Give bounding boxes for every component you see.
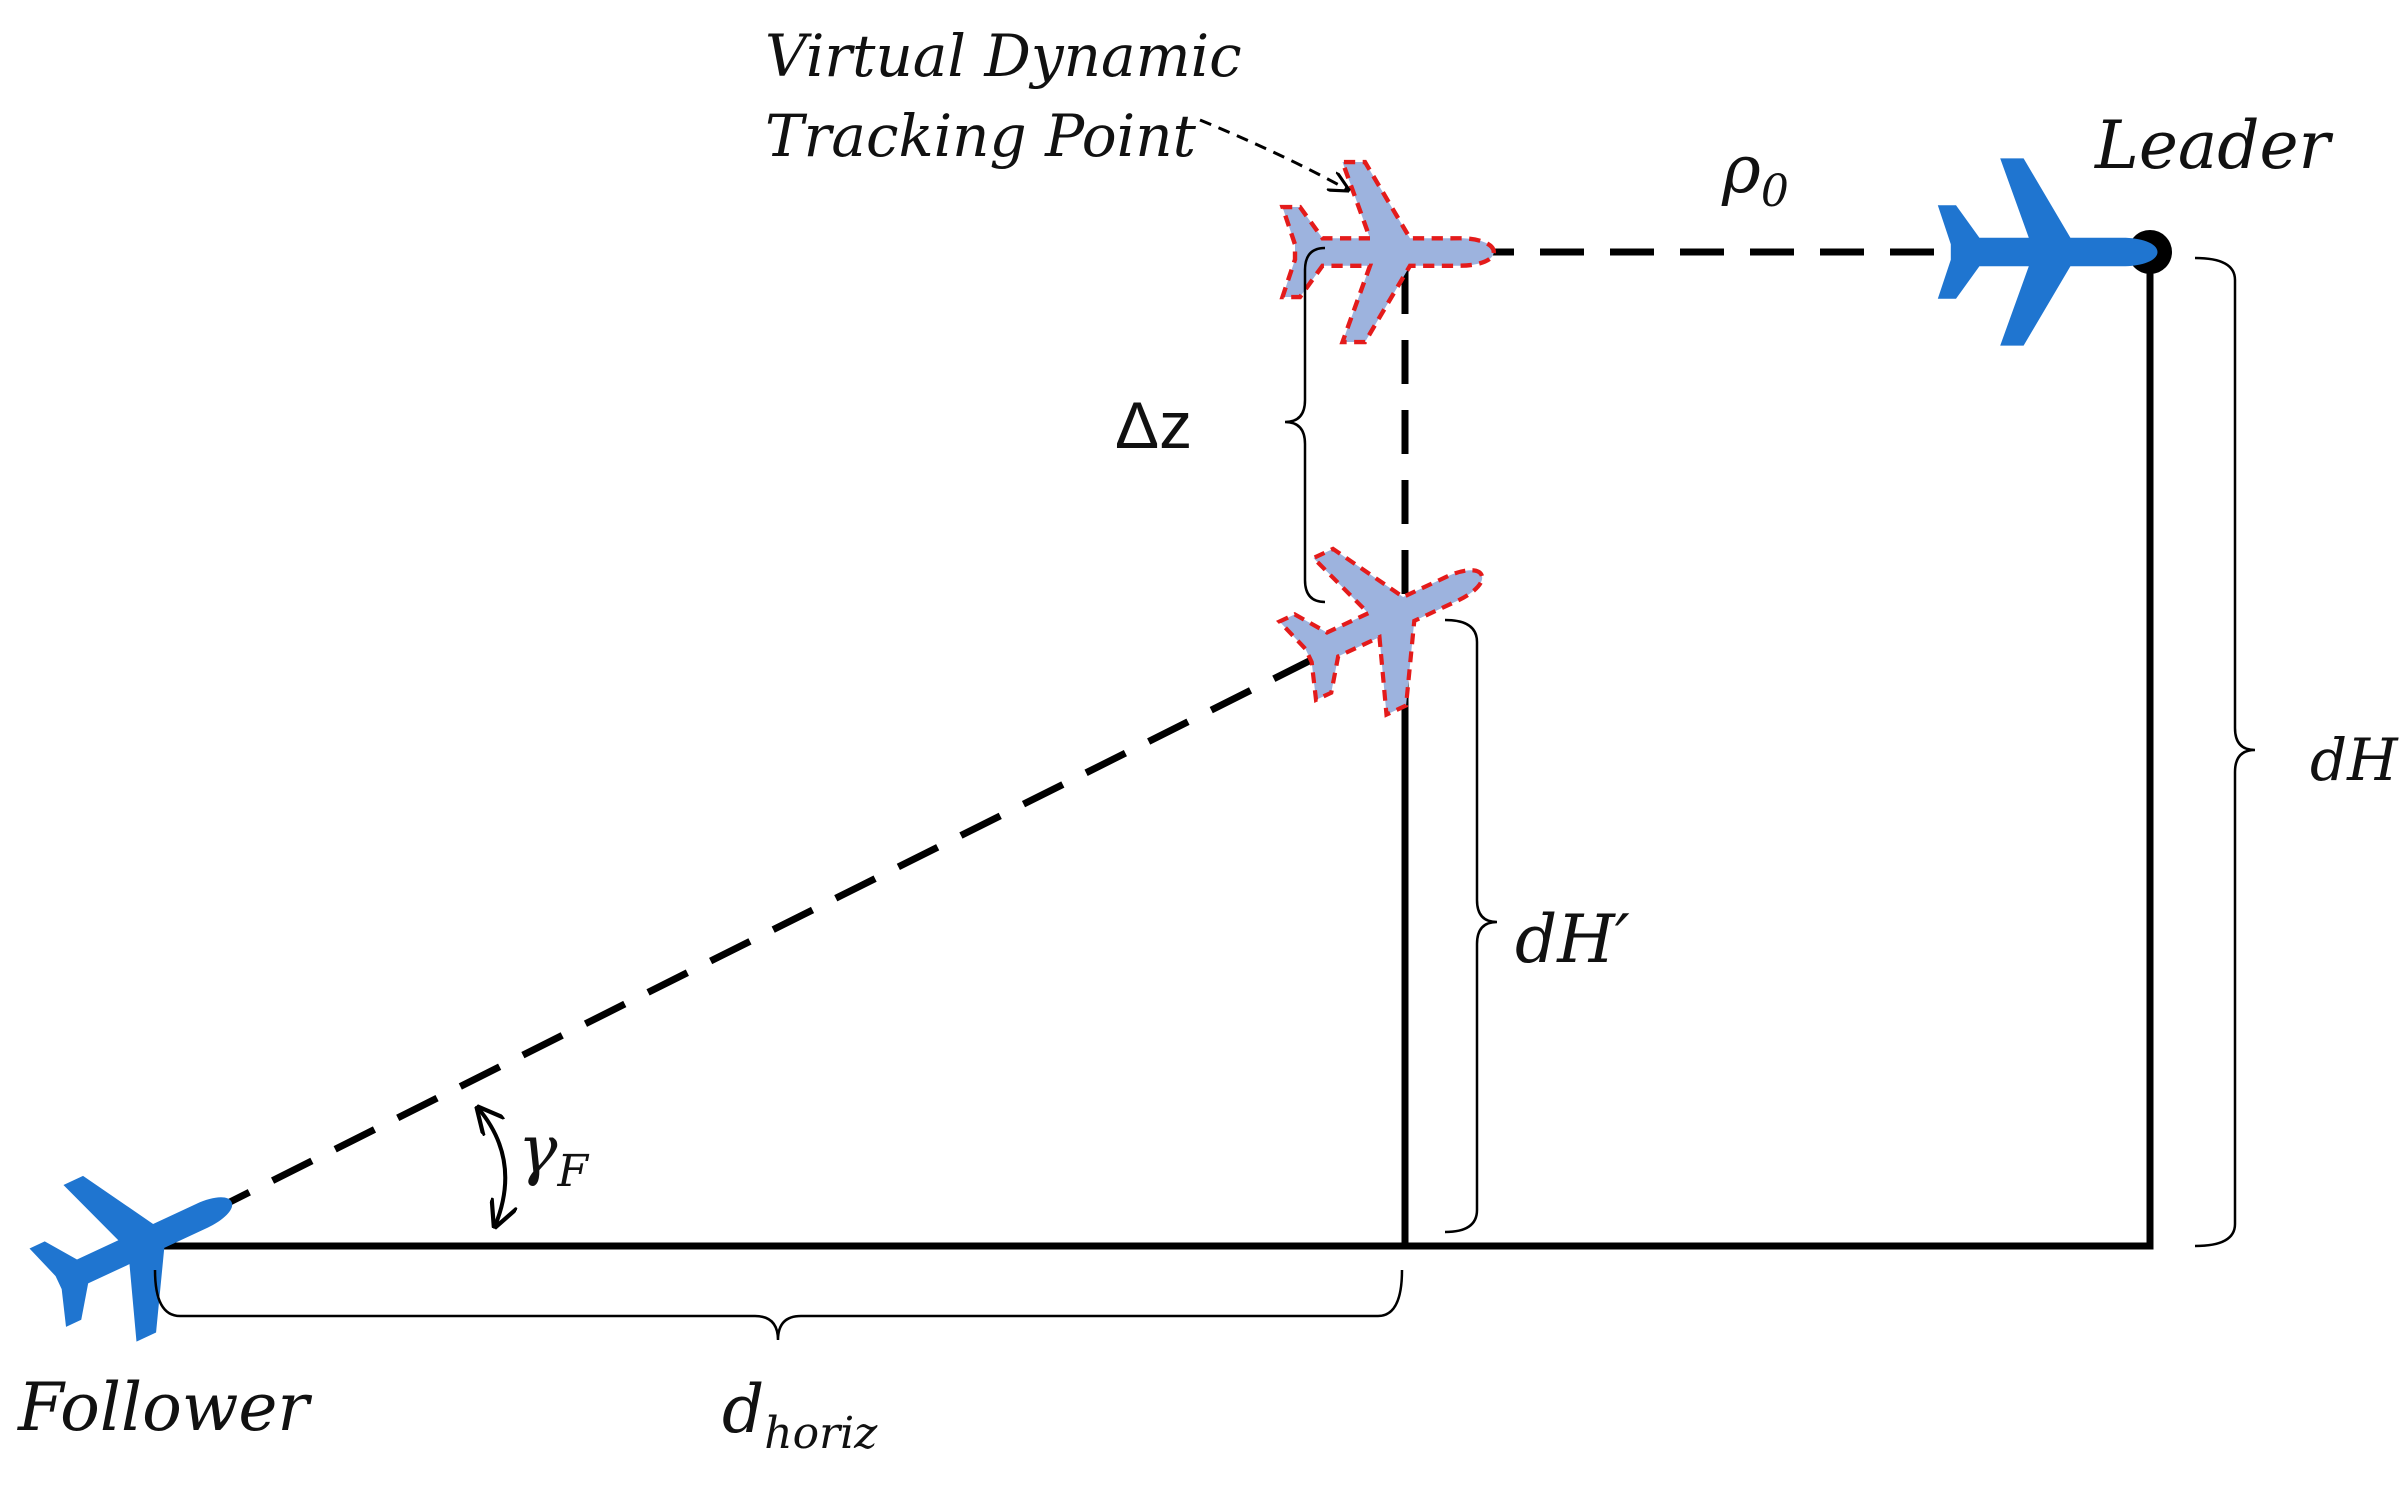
dh-prime-brace: [1444, 618, 1498, 1234]
tracking-point-label-line2: Tracking Point: [765, 102, 1197, 170]
rho-label: ρ0: [1721, 131, 1789, 217]
virtual-point-airplane-icon: [1283, 162, 1494, 342]
gamma-angle-arc-arrow: [478, 1108, 505, 1226]
leader-airplane-icon: [1937, 158, 2158, 346]
leader-label: Leader: [2094, 107, 2334, 184]
gamma-label: γF: [518, 1111, 589, 1197]
d-horiz-label: dhoriz: [722, 1371, 878, 1459]
d-horiz-brace: [153, 1269, 1404, 1341]
dh-brace: [2194, 256, 2256, 1248]
dh-label: dH: [2310, 726, 2399, 794]
follower-label: Follower: [17, 1369, 312, 1446]
delta-z-brace: [1284, 246, 1326, 604]
follower-climb-dashed-line: [208, 634, 1357, 1216]
tracking-point-label-line1: Virtual Dynamic: [765, 22, 1242, 90]
delta-z-label: Δz: [1115, 388, 1192, 462]
virtual-lower-airplane-icon: [1261, 497, 1518, 739]
dh-prime-label: dH′: [1515, 901, 1630, 978]
tracking-point-arrow: [1199, 118, 1348, 190]
